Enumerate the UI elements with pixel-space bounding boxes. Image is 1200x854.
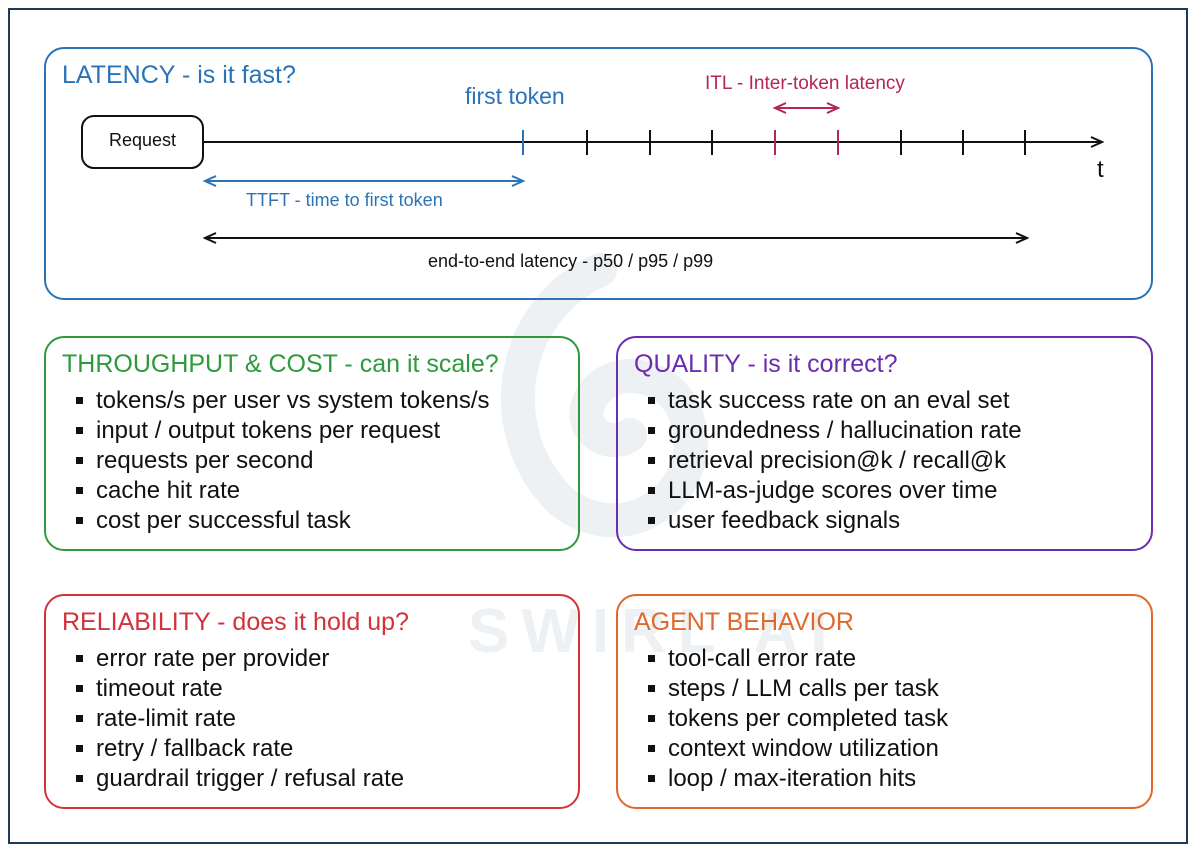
bullet-icon	[648, 397, 655, 404]
agent-list: tool-call error rate steps / LLM calls p…	[648, 644, 948, 794]
list-item: groundedness / hallucination rate	[648, 416, 1022, 446]
list-item-text: cache hit rate	[96, 477, 241, 504]
throughput-list: tokens/s per user vs system tokens/s inp…	[76, 386, 489, 536]
list-item-text: groundedness / hallucination rate	[668, 417, 1022, 444]
latency-panel: LATENCY - is it fast?	[44, 47, 1153, 300]
bullet-icon	[648, 685, 655, 692]
bullet-icon	[648, 775, 655, 782]
bullet-icon	[76, 457, 83, 464]
reliability-panel: RELIABILITY - does it hold up? error rat…	[44, 594, 580, 809]
list-item-text: timeout rate	[96, 675, 223, 702]
bullet-icon	[76, 775, 83, 782]
list-item: cache hit rate	[76, 476, 489, 506]
bullet-icon	[76, 715, 83, 722]
bullet-icon	[648, 715, 655, 722]
list-item: rate-limit rate	[76, 704, 404, 734]
list-item-text: LLM-as-judge scores over time	[668, 477, 998, 504]
list-item: retry / fallback rate	[76, 734, 404, 764]
reliability-list: error rate per provider timeout rate rat…	[76, 644, 404, 794]
e2e-label: end-to-end latency - p50 / p95 / p99	[428, 251, 714, 271]
bullet-icon	[76, 397, 83, 404]
list-item-text: requests per second	[96, 447, 314, 474]
bullet-icon	[76, 655, 83, 662]
list-item: cost per successful task	[76, 506, 489, 536]
bullet-icon	[76, 745, 83, 752]
list-item-text: tool-call error rate	[668, 645, 857, 672]
list-item: loop / max-iteration hits	[648, 764, 948, 794]
bullet-icon	[76, 517, 83, 524]
list-item-text: retrieval precision@k / recall@k	[668, 447, 1007, 474]
list-item: tool-call error rate	[648, 644, 948, 674]
list-item: retrieval precision@k / recall@k	[648, 446, 1022, 476]
quality-panel: QUALITY - is it correct? task success ra…	[616, 336, 1153, 551]
watermark-text: SWIRL AI	[468, 597, 840, 666]
list-item-text: cost per successful task	[96, 507, 351, 534]
reliability-title: RELIABILITY - does it hold up?	[62, 608, 409, 636]
list-item-text: context window utilization	[668, 735, 939, 762]
throughput-title: THROUGHPUT & COST - can it scale?	[62, 350, 499, 378]
first-token-label: first token	[465, 83, 565, 109]
list-item: LLM-as-judge scores over time	[648, 476, 1022, 506]
list-item-text: task success rate on an eval set	[668, 387, 1010, 414]
list-item: tokens/s per user vs system tokens/s	[76, 386, 489, 416]
watermark-swirl-logo	[500, 253, 708, 538]
list-item-text: tokens per completed task	[668, 705, 949, 732]
list-item: error rate per provider	[76, 644, 404, 674]
agent-title: AGENT BEHAVIOR	[634, 608, 854, 636]
bullet-icon	[76, 487, 83, 494]
ttft-label: TTFT - time to first token	[246, 190, 443, 210]
list-item-text: rate-limit rate	[96, 705, 237, 732]
bullet-icon	[648, 745, 655, 752]
list-item: user feedback signals	[648, 506, 1022, 536]
list-item: context window utilization	[648, 734, 948, 764]
agent-behavior-panel: AGENT BEHAVIOR tool-call error rate step…	[616, 594, 1153, 809]
bullet-icon	[648, 427, 655, 434]
list-item: tokens per completed task	[648, 704, 948, 734]
throughput-panel: THROUGHPUT & COST - can it scale? tokens…	[44, 336, 580, 551]
outer-frame	[8, 8, 1188, 844]
list-item: requests per second	[76, 446, 489, 476]
list-item: timeout rate	[76, 674, 404, 704]
itl-label: ITL - Inter-token latency	[705, 73, 905, 94]
list-item-text: tokens/s per user vs system tokens/s	[96, 387, 490, 414]
list-item-text: steps / LLM calls per task	[668, 675, 939, 702]
list-item-text: loop / max-iteration hits	[668, 765, 917, 792]
bullet-icon	[76, 685, 83, 692]
bullet-icon	[648, 487, 655, 494]
list-item-text: guardrail trigger / refusal rate	[96, 765, 405, 792]
bullet-icon	[648, 517, 655, 524]
list-item: task success rate on an eval set	[648, 386, 1022, 416]
bullet-icon	[648, 655, 655, 662]
list-item: guardrail trigger / refusal rate	[76, 764, 404, 794]
list-item: steps / LLM calls per task	[648, 674, 948, 704]
request-label: Request	[108, 130, 177, 150]
list-item-text: input / output tokens per request	[96, 417, 441, 444]
bullet-icon	[76, 427, 83, 434]
latency-title: LATENCY - is it fast?	[62, 61, 296, 89]
bullet-icon	[648, 457, 655, 464]
quality-list: task success rate on an eval set grounde…	[648, 386, 1022, 536]
quality-title: QUALITY - is it correct?	[634, 350, 898, 378]
list-item-text: retry / fallback rate	[96, 735, 294, 762]
list-item-text: error rate per provider	[96, 645, 330, 672]
time-axis-label: t	[1097, 156, 1104, 183]
list-item: input / output tokens per request	[76, 416, 489, 446]
list-item-text: user feedback signals	[668, 507, 901, 534]
